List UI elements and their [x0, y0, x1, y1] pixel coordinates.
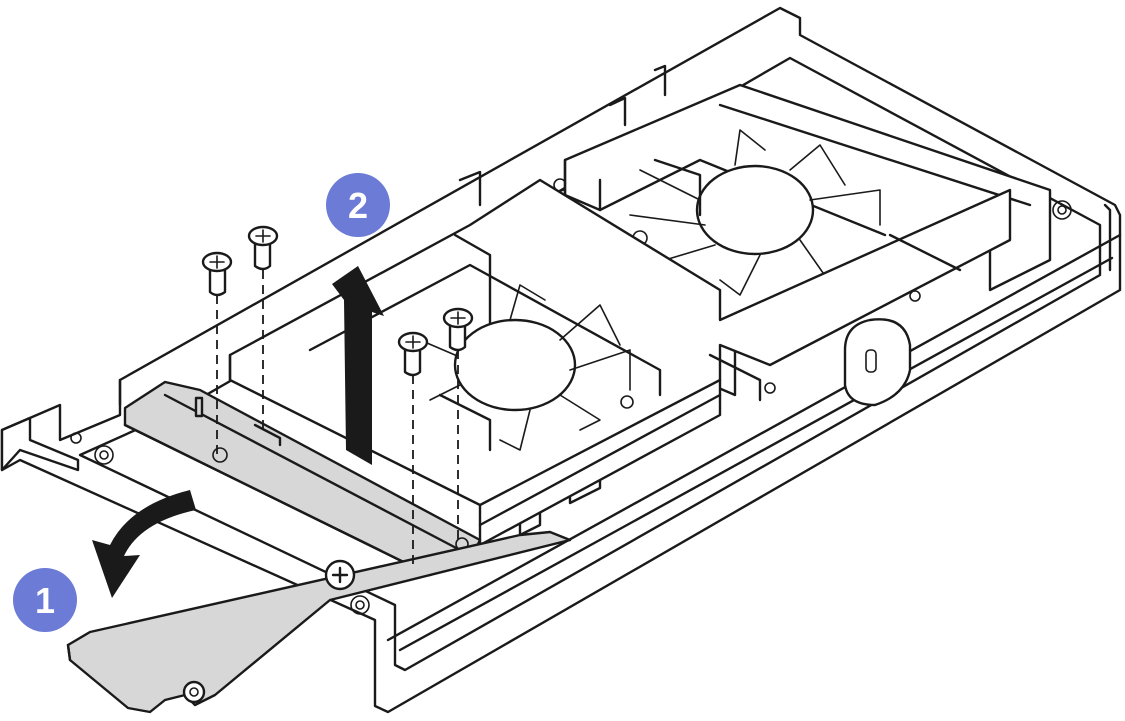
front-fan-module — [228, 178, 1012, 547]
screw-icon — [201, 251, 233, 297]
step-number-2: 2 — [348, 185, 368, 226]
cover-plate — [66, 530, 572, 714]
screw-icon — [324, 559, 356, 591]
screw-guides — [216, 270, 459, 568]
step-badge-1: 1 — [13, 568, 77, 632]
fan-icon — [419, 284, 634, 452]
lift-arrow-icon — [332, 266, 384, 465]
grey-rail-bracket — [123, 380, 482, 577]
step-number-1: 1 — [35, 580, 55, 621]
rotate-arrow-icon — [92, 490, 196, 598]
step-badge-2: 2 — [326, 173, 390, 237]
screw-icon — [442, 307, 474, 352]
screw-icon — [247, 225, 279, 271]
fan-icon — [629, 129, 921, 302]
screw-icon — [397, 331, 429, 377]
